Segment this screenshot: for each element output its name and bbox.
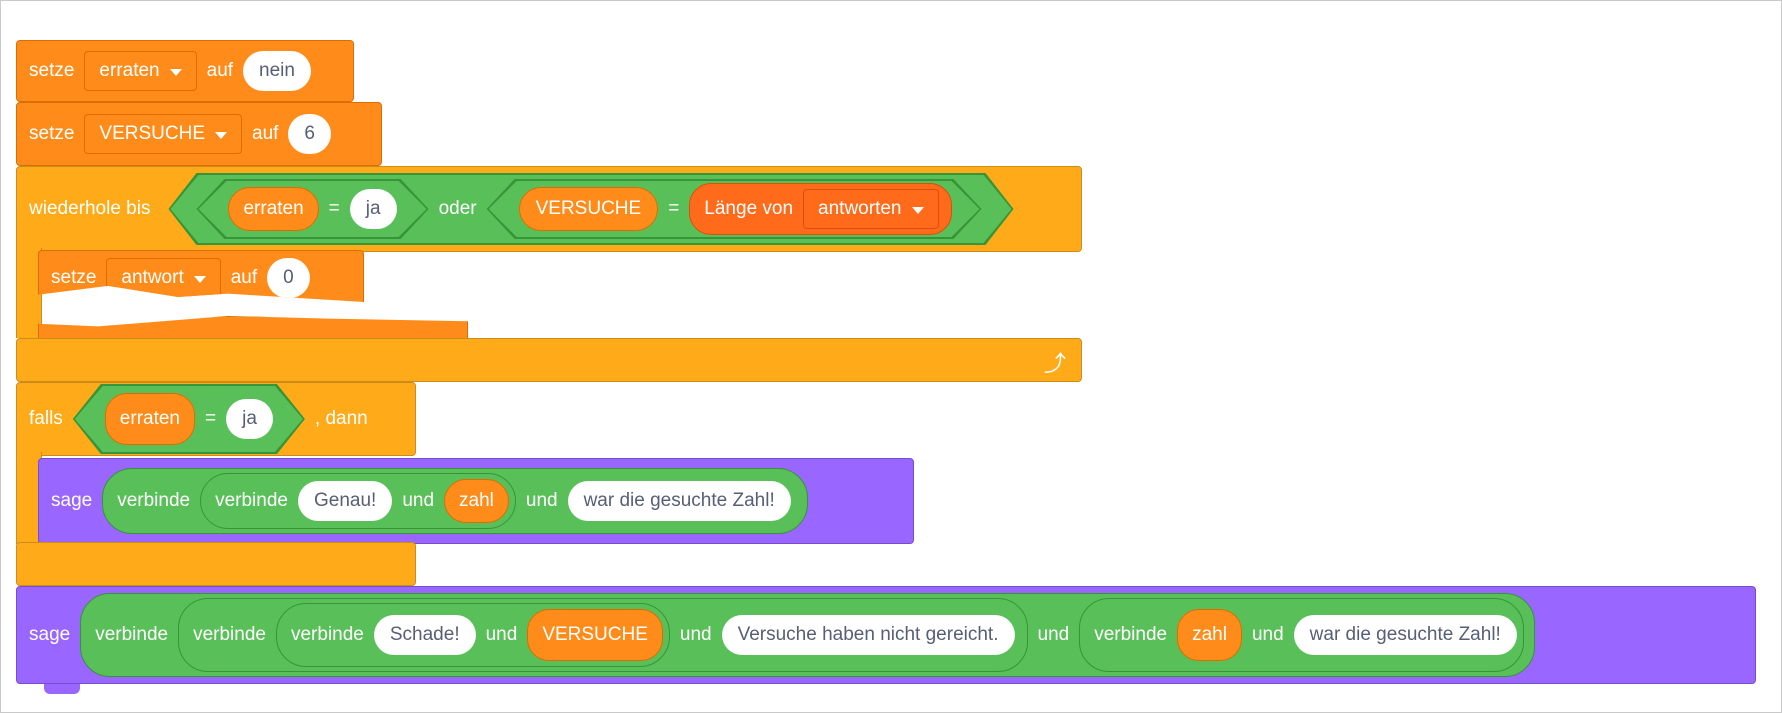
on-label: auf xyxy=(252,123,279,144)
variable-dropdown-erraten[interactable]: erraten xyxy=(84,51,197,91)
join-label: verbinde xyxy=(290,624,364,645)
repeat-bottom xyxy=(16,338,1082,382)
and-label: und xyxy=(1037,624,1070,645)
then-label: , dann xyxy=(314,408,368,429)
join-label: verbinde xyxy=(95,624,169,645)
dropdown-caret-icon xyxy=(215,131,227,139)
join-operator-a[interactable]: verbinde verbinde Schade! und VERSUCHE u… xyxy=(178,598,1028,672)
join-label: verbinde xyxy=(1094,624,1168,645)
if-bottom xyxy=(16,542,416,586)
value-input-6[interactable]: 6 xyxy=(288,114,331,154)
and-label: und xyxy=(402,490,435,511)
join-label: verbinde xyxy=(117,490,191,511)
and-label: und xyxy=(1251,624,1284,645)
set-versuche-block[interactable]: setze VERSUCHE auf 6 xyxy=(16,102,382,166)
text-input-schade[interactable]: Schade! xyxy=(373,615,476,655)
dropdown-label: VERSUCHE xyxy=(99,123,205,144)
if-then-block[interactable]: falls erraten = ja , dann xyxy=(16,382,416,456)
set-label: setze xyxy=(51,267,97,288)
reporter-versuche[interactable]: VERSUCHE xyxy=(527,609,663,661)
join-label: verbinde xyxy=(193,624,266,645)
join-operator-outer[interactable]: verbinde verbinde Genau! und zahl und wa… xyxy=(102,468,808,534)
list-dropdown-antworten[interactable]: antworten xyxy=(803,189,938,229)
set-label: setze xyxy=(29,60,75,81)
set-label: setze xyxy=(29,123,75,144)
text-input-war-die-gesuchte-zahl[interactable]: war die gesuchte Zahl! xyxy=(1293,615,1517,655)
and-label: und xyxy=(485,624,518,645)
equals-sign: = xyxy=(668,198,680,219)
dropdown-caret-icon xyxy=(912,207,924,214)
dropdown-caret-icon xyxy=(193,275,206,283)
length-label: Länge von xyxy=(704,198,794,219)
variable-dropdown-antwort[interactable]: antwort xyxy=(106,258,221,298)
variable-dropdown-versuche[interactable]: VERSUCHE xyxy=(84,114,242,154)
reporter-zahl[interactable]: zahl xyxy=(444,479,509,523)
repeat-until-block[interactable]: wiederhole bis erraten = ja oder VERSUCH… xyxy=(16,166,1082,252)
say-block-genau[interactable]: sage verbinde verbinde Genau! und zahl u… xyxy=(38,458,914,544)
say-block-notch xyxy=(44,684,80,694)
or-label: oder xyxy=(438,198,477,219)
reporter-zahl[interactable]: zahl xyxy=(1177,609,1242,661)
reporter-erraten[interactable]: erraten xyxy=(228,187,318,231)
equals-condition-versuche[interactable]: VERSUCHE = Länge von antworten xyxy=(487,179,982,239)
value-input-nein[interactable]: nein xyxy=(243,51,311,91)
if-label: falls xyxy=(29,408,63,429)
set-erraten-block[interactable]: setze erraten auf nein xyxy=(16,40,354,102)
on-label: auf xyxy=(230,267,258,288)
dropdown-caret-icon xyxy=(169,68,182,76)
join-operator-b[interactable]: verbinde Schade! und VERSUCHE xyxy=(275,603,670,667)
equals-sign: = xyxy=(328,198,340,219)
say-label: sage xyxy=(29,624,71,645)
reporter-erraten[interactable]: erraten xyxy=(105,393,195,445)
or-condition[interactable]: erraten = ja oder VERSUCHE = Länge von a… xyxy=(168,173,1013,245)
equals-sign: = xyxy=(205,408,217,429)
dropdown-label: erraten xyxy=(99,60,160,81)
join-label: verbinde xyxy=(215,490,288,511)
equals-condition-erraten[interactable]: erraten = ja xyxy=(196,179,428,239)
and-label: und xyxy=(525,490,558,511)
join-operator-inner[interactable]: verbinde Genau! und zahl xyxy=(200,473,516,529)
and-label: und xyxy=(679,624,712,645)
dropdown-label: antwort xyxy=(121,267,184,288)
repeat-label: wiederhole bis xyxy=(29,198,151,219)
equals-condition-erraten-if[interactable]: erraten = ja xyxy=(73,384,305,454)
length-of-list-reporter[interactable]: Länge von antworten xyxy=(689,183,951,235)
say-label: sage xyxy=(51,490,93,511)
on-label: auf xyxy=(206,60,234,81)
text-input-genau[interactable]: Genau! xyxy=(297,481,393,521)
reporter-versuche[interactable]: VERSUCHE xyxy=(519,187,659,231)
dropdown-label: antworten xyxy=(818,198,902,219)
value-input-ja[interactable]: ja xyxy=(350,189,397,229)
text-input-versuche-haben-nicht-gereicht[interactable]: Versuche haben nicht gereicht. xyxy=(721,615,1015,655)
text-input-war-die-gesuchte-zahl[interactable]: war die gesuchte Zahl! xyxy=(567,481,791,521)
value-input-0[interactable]: 0 xyxy=(267,258,310,298)
loop-arrow-icon: ⤴ xyxy=(1044,351,1067,376)
join-operator-c[interactable]: verbinde zahl und war die gesuchte Zahl! xyxy=(1079,598,1524,672)
join-operator-outer[interactable]: verbinde verbinde verbinde Schade! und V… xyxy=(80,593,1535,677)
value-input-ja[interactable]: ja xyxy=(226,399,273,439)
set-antwort-block[interactable]: setze antwort auf 0 xyxy=(38,250,364,302)
say-block-schade[interactable]: sage verbinde verbinde verbinde Schade! … xyxy=(16,586,1756,684)
